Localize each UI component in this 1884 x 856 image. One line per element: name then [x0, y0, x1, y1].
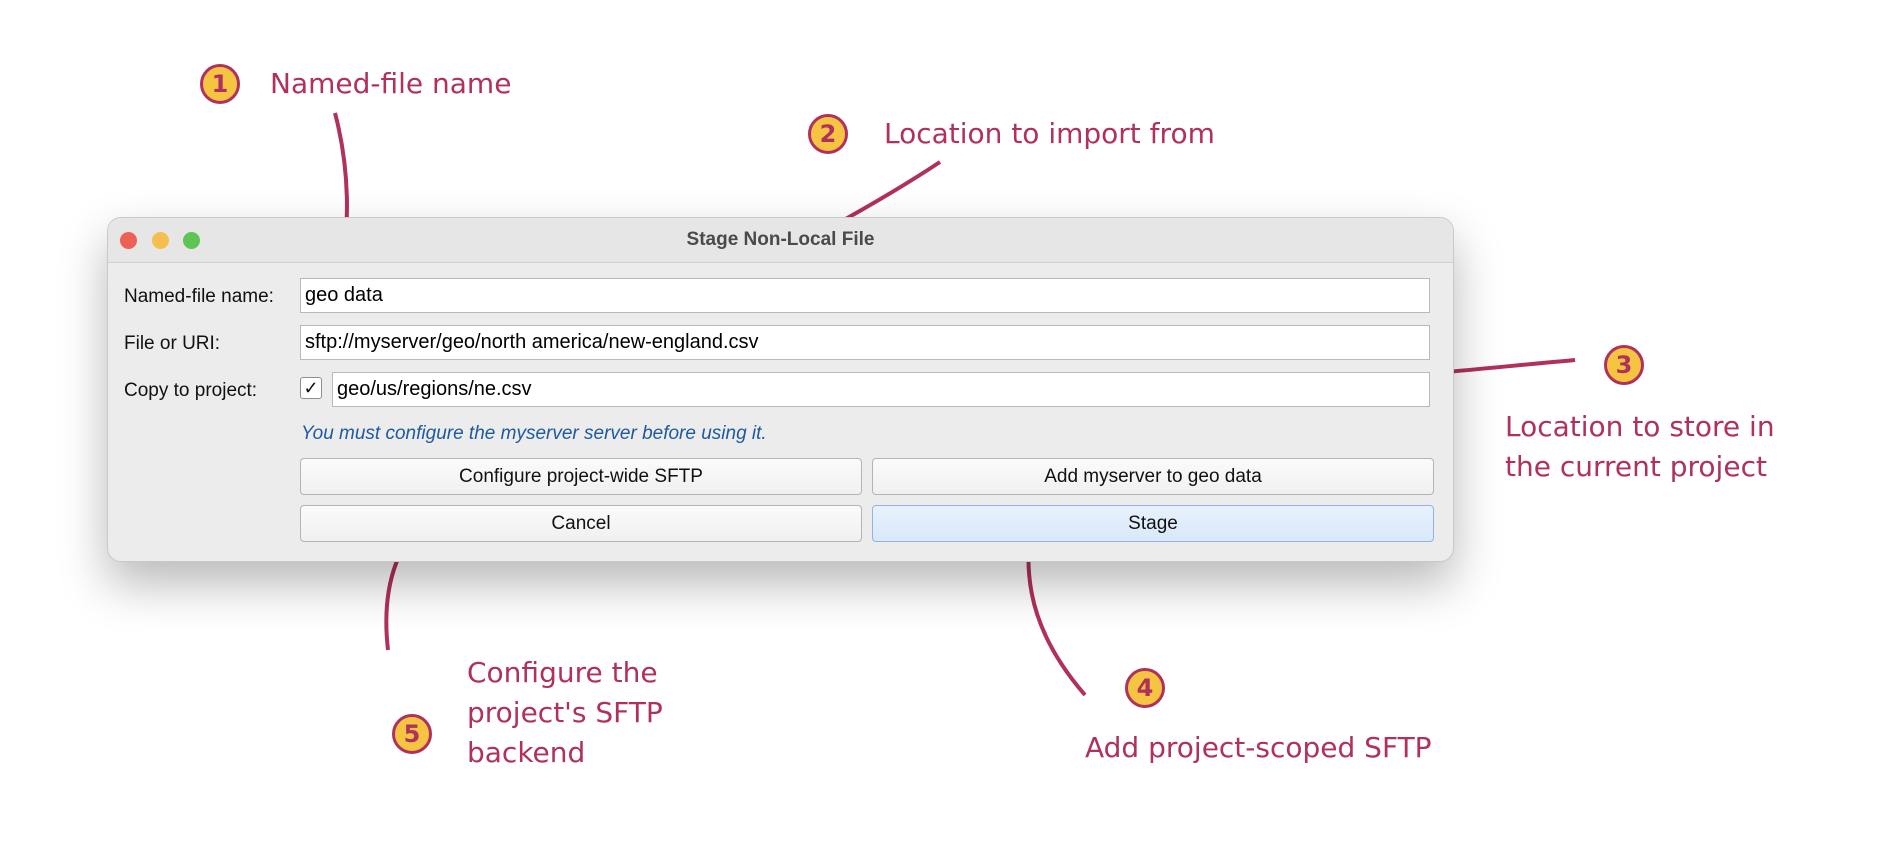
copy-to-project-input[interactable]: geo/us/regions/ne.csv — [332, 372, 1430, 407]
title-bar: Stage Non-Local File — [108, 218, 1453, 263]
file-or-uri-input[interactable]: sftp://myserver/geo/north america/new-en… — [300, 325, 1430, 360]
callout-text: Named-file name — [270, 67, 512, 100]
minimize-window-button[interactable] — [152, 232, 169, 249]
callout-4-text: Add project-scoped SFTP — [1085, 731, 1432, 764]
callout-4-badge: 4 — [1125, 668, 1165, 708]
close-window-button[interactable] — [120, 232, 137, 249]
stage-dialog: Stage Non-Local File Named-file name: ge… — [107, 217, 1454, 562]
stage-button[interactable]: Stage — [872, 505, 1434, 542]
file-or-uri-label: File or URI: — [124, 333, 221, 354]
callout-number: 3 — [1604, 345, 1644, 385]
named-file-label: Named-file name: — [124, 286, 274, 307]
copy-to-project-label: Copy to project: — [124, 380, 258, 401]
callout-number: 5 — [392, 714, 432, 754]
callout-1: 1 Named-file name — [200, 64, 511, 104]
cancel-button[interactable]: Cancel — [300, 505, 862, 542]
callout-text: Location to import from — [884, 117, 1215, 150]
configure-sftp-button[interactable]: Configure project-wide SFTP — [300, 458, 862, 495]
maximize-window-button[interactable] — [183, 232, 200, 249]
callout-3-badge: 3 — [1604, 345, 1644, 385]
callout-5-text: Configure the project's SFTP backend — [467, 656, 663, 769]
callout-5-badge: 5 — [392, 714, 432, 754]
callout-number: 1 — [200, 64, 240, 104]
callout-number: 4 — [1125, 668, 1165, 708]
callout-number: 2 — [808, 114, 848, 154]
add-server-button[interactable]: Add myserver to geo data — [872, 458, 1434, 495]
callout-3-text: Location to store in the current project — [1505, 410, 1775, 483]
callout-2: 2 Location to import from — [808, 114, 1215, 154]
copy-to-project-checkbox[interactable]: ✓ — [300, 377, 322, 399]
window-title: Stage Non-Local File — [686, 229, 875, 250]
warning-message: You must configure the myserver server b… — [301, 423, 767, 444]
named-file-input[interactable]: geo data — [300, 278, 1430, 313]
